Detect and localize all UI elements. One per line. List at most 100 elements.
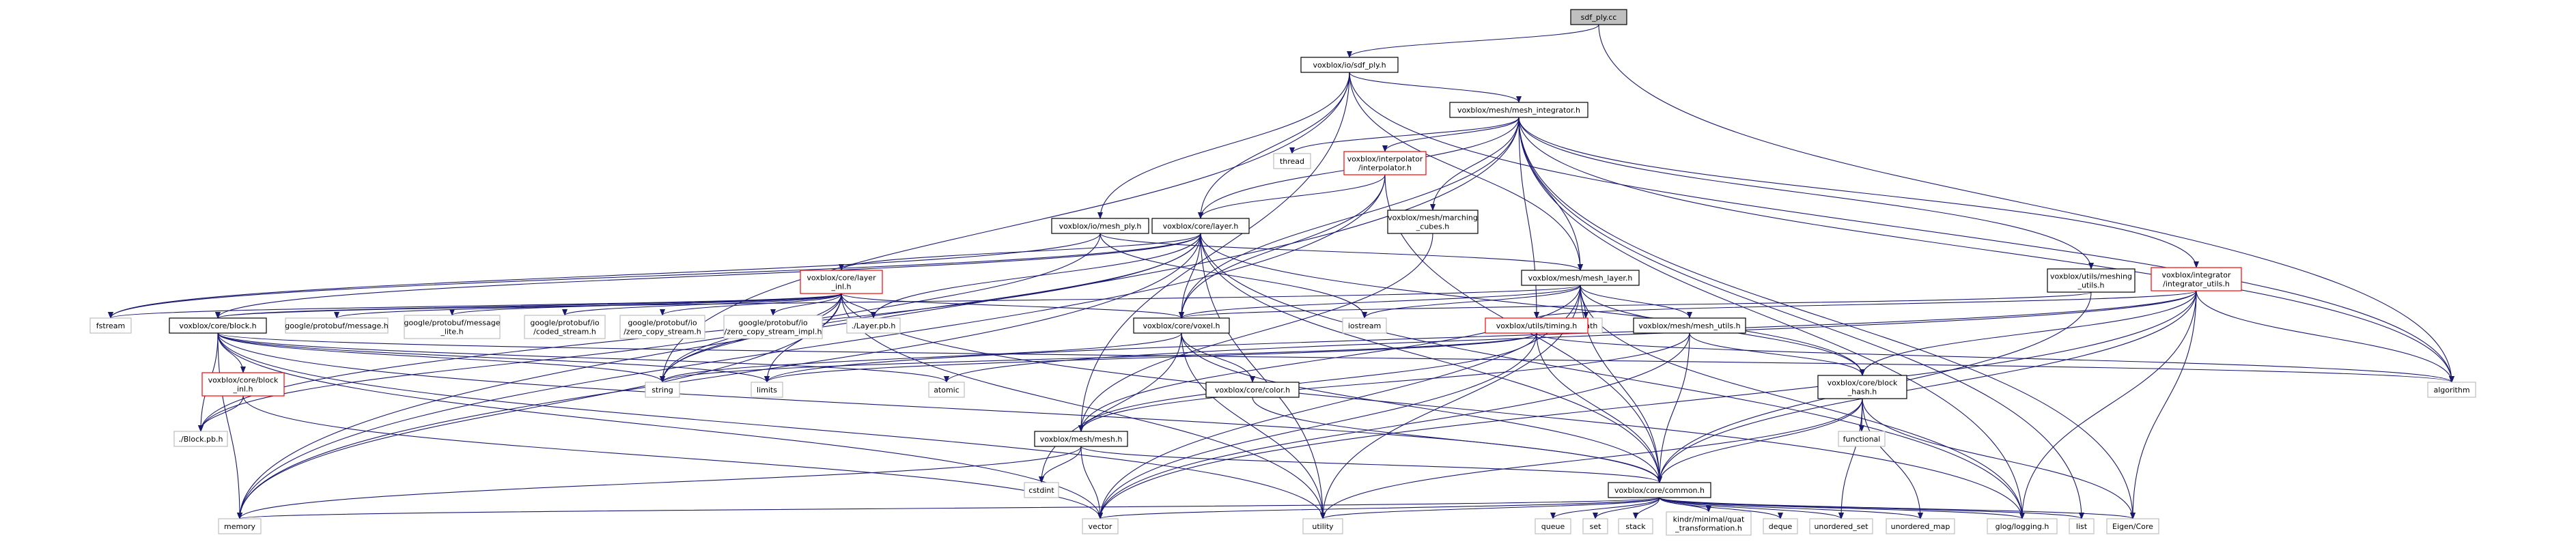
node-label: ./Layer.pb.h xyxy=(852,321,896,330)
node-label: /coded_stream.h xyxy=(533,328,596,337)
edge-utils_timing_h-to-limits xyxy=(764,332,1537,383)
edge-core_layer_h-to-fstream xyxy=(108,233,1201,319)
edge-path xyxy=(1078,332,1690,432)
edge-path xyxy=(198,395,244,432)
edge-interpolator_h-to-core_voxel_h xyxy=(1179,174,1386,319)
node-label: glog/logging.h xyxy=(1996,522,2049,531)
node-label: voxblox/utils/meshing xyxy=(2050,272,2132,281)
node-mesh-integrator-h[interactable]: voxblox/mesh/mesh_integrator.h xyxy=(1449,102,1588,118)
node-box xyxy=(1608,482,1711,498)
node-io-sdf-ply-h[interactable]: voxblox/io/sdf_ply.h xyxy=(1300,57,1399,73)
node-mesh-layer-h[interactable]: voxblox/mesh/mesh_layer.h xyxy=(1521,270,1640,286)
node-utility: utility xyxy=(1302,518,1343,534)
edge-path xyxy=(764,290,2197,383)
edge-path xyxy=(1550,497,1660,519)
node-label: fstream xyxy=(96,321,125,330)
node-mesh-mesh-h[interactable]: voxblox/mesh/mesh.h xyxy=(1034,431,1128,447)
edge-path xyxy=(1097,72,1350,219)
edge-core_block_h-to-limits xyxy=(217,332,770,383)
edge-mesh_layer_h-to-core_voxel_h xyxy=(1179,285,1581,319)
edge-core_layer_inl_h-to-utility xyxy=(841,293,1326,519)
edge-path xyxy=(1580,285,2025,519)
node-label: vector xyxy=(1089,522,1112,531)
edge-sdf_ply_cc-to-algorithm xyxy=(1598,24,2454,383)
node-label: voxblox/integrator xyxy=(2162,271,2231,280)
edge-mesh_layer_h-to-core_common_h xyxy=(1580,285,1662,483)
node-box xyxy=(1151,218,1250,234)
node-kindr-quat: kindr/minimal/quat_transformation.h xyxy=(1666,511,1752,536)
edge-core_layer_inl_h-to-glog_logging_h xyxy=(841,293,2025,519)
node-mesh-utils-h[interactable]: voxblox/mesh/mesh_utils.h xyxy=(1633,317,1746,334)
node-core-voxel-h[interactable]: voxblox/core/voxel.h xyxy=(1133,317,1230,334)
node-integrator-utils-h[interactable]: voxblox/integrator/integrator_utils.h xyxy=(2151,267,2242,291)
node-protobuf-message-h: google/protobuf/message.h xyxy=(285,317,389,334)
node-core-layer-inl-h[interactable]: voxblox/core/layer_inl.h xyxy=(800,270,883,294)
node-marching-cubes-h[interactable]: voxblox/mesh/marching_cubes.h xyxy=(1387,210,1479,234)
edge-path xyxy=(1347,24,1599,58)
node-io-mesh-ply-h[interactable]: voxblox/io/mesh_ply.h xyxy=(1051,218,1149,234)
node-box xyxy=(2069,518,2095,534)
edge-path xyxy=(1657,332,1690,483)
node-core-color-h[interactable]: voxblox/core/color.h xyxy=(1205,382,1300,398)
node-label: _transformation.h xyxy=(1675,524,1742,533)
edge-path xyxy=(1659,497,1783,519)
node-limits: limits xyxy=(751,382,783,398)
edge-path xyxy=(1097,332,1537,519)
edge-utils_timing_h-to-core_common_h xyxy=(1536,332,1662,483)
node-box xyxy=(285,317,389,334)
edge-path xyxy=(1593,497,1660,519)
node-zero-copy-stream-impl-h: google/protobuf/io/zero_copy_stream_impl… xyxy=(723,315,823,339)
edge-path xyxy=(2196,290,2454,383)
node-meshing-utils-h[interactable]: voxblox/utils/meshing_utils.h xyxy=(2047,268,2136,293)
node-utils-timing-h[interactable]: voxblox/utils/timing.h xyxy=(1485,317,1588,334)
node-label: utility xyxy=(1312,522,1334,531)
edge-path xyxy=(660,332,1537,383)
edge-path xyxy=(1078,72,1350,432)
edge-path xyxy=(839,233,1201,271)
edge-block_inl_h-to-vector xyxy=(242,395,1103,519)
node-label: sdf_ply.cc xyxy=(1581,13,1617,22)
edge-path xyxy=(237,446,1082,519)
node-label: voxblox/mesh/mesh_layer.h xyxy=(1528,274,1633,283)
edge-path xyxy=(217,332,1662,483)
node-block-pb-h: ./Block.pb.h xyxy=(173,431,228,447)
node-label: google/protobuf/io xyxy=(530,319,600,328)
node-block-inl-h[interactable]: voxblox/core/block_inl.h xyxy=(201,372,285,397)
edge-interpolator_h-to-core_layer_h xyxy=(1198,174,1386,219)
node-core-common-h[interactable]: voxblox/core/common.h xyxy=(1608,482,1711,498)
node-label: /interpolator.h xyxy=(1358,164,1412,173)
node-label: list xyxy=(2076,522,2088,531)
node-label: ./Block.pb.h xyxy=(179,435,223,444)
node-box xyxy=(1570,9,1627,25)
node-core-layer-h[interactable]: voxblox/core/layer.h xyxy=(1151,218,1250,234)
edge-path xyxy=(1198,72,1350,219)
edge-io_mesh_ply_h-to-mesh_layer_h xyxy=(1100,233,1583,271)
node-block-hash-h[interactable]: voxblox/core/block_hash.h xyxy=(1817,375,1907,399)
edge-path xyxy=(1536,332,1662,483)
node-box xyxy=(1300,57,1399,73)
edge-io_sdf_ply_h-to-algorithm xyxy=(1349,72,2454,383)
edge-path xyxy=(1252,397,1662,483)
edge-core_layer_h-to-block_hash_h xyxy=(1200,233,1865,376)
node-label: string xyxy=(652,386,673,395)
node-core-block-h[interactable]: voxblox/core/block.h xyxy=(169,317,267,334)
edge-integrator_utils_h-to-glog_logging_h xyxy=(2019,290,2197,519)
edge-path xyxy=(217,332,1326,519)
edge-core_layer_h-to-glog_logging_h xyxy=(1200,233,2025,519)
edge-meshing_utils_h-to-core_voxel_h xyxy=(1179,291,2092,319)
edge-path xyxy=(1097,332,1690,519)
node-label: _lite.h xyxy=(440,328,463,337)
edge-path xyxy=(1518,117,2025,519)
node-stack: stack xyxy=(1618,518,1653,534)
node-label: atomic xyxy=(934,386,960,395)
edge-path xyxy=(217,332,949,383)
node-deque: deque xyxy=(1763,518,1798,534)
edge-io_sdf_ply_h-to-mesh_integrator_h xyxy=(1349,72,1522,103)
edge-core_block_h-to-utility xyxy=(217,332,1326,519)
edge-core_layer_inl_h-to-fstream xyxy=(108,293,842,319)
node-label: set xyxy=(1590,522,1601,531)
node-label: voxblox/core/block.h xyxy=(179,321,256,330)
edge-mesh_integrator_h-to-list xyxy=(1518,117,2084,519)
node-interpolator-h[interactable]: voxblox/interpolator/interpolator.h xyxy=(1343,151,1427,175)
node-queue: queue xyxy=(1535,518,1571,534)
